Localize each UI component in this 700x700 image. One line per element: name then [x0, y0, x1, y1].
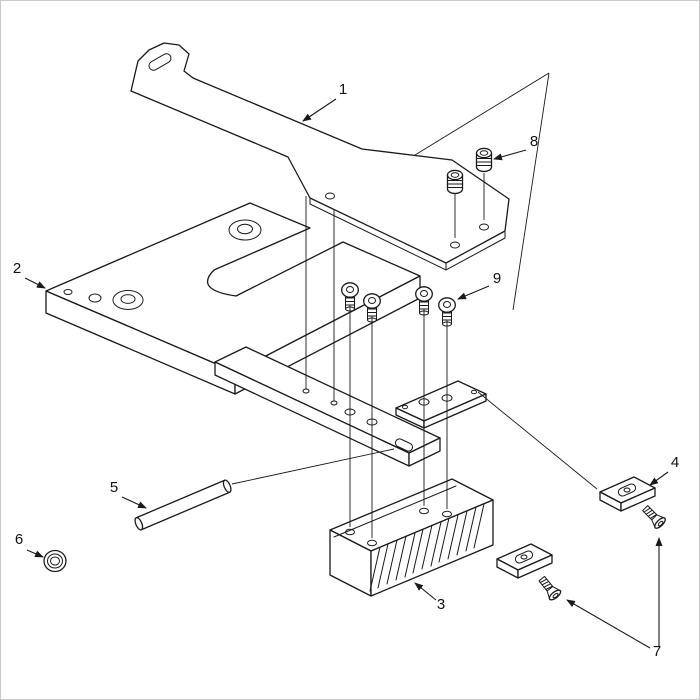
pad-thickness-edge [309, 197, 506, 271]
button-screw [341, 282, 359, 312]
block-hole [367, 539, 377, 547]
pad-hole [450, 241, 460, 249]
t-nut-lower [496, 543, 553, 579]
leader-line-6 [26, 549, 44, 558]
arm-hole [325, 192, 335, 200]
part-3-serrated-block [329, 478, 494, 597]
fork-slot [148, 53, 172, 71]
leader-line-8 [493, 149, 527, 161]
callout-label-1: 1 [339, 81, 347, 98]
serration-hatch [369, 503, 485, 592]
t-nut-hole [623, 487, 631, 493]
part-1-arm-bracket [130, 42, 510, 271]
leader-line-9 [457, 285, 490, 300]
block-flange-edge [333, 485, 457, 538]
pad-hole [479, 223, 489, 231]
t-nut-hole [520, 554, 528, 560]
t-nut-slot [514, 550, 534, 564]
callout-label-4: 4 [671, 454, 679, 471]
callout-label-9: 9 [493, 270, 501, 287]
callout-label-7: 7 [653, 643, 661, 660]
leader-line-2 [24, 277, 46, 289]
flat-screw [642, 505, 666, 529]
part-7-flat-screws [538, 505, 666, 601]
set-screw [475, 147, 493, 173]
callout-label-8: 8 [530, 133, 538, 150]
gib-bar [395, 380, 487, 429]
block-hole [442, 510, 452, 518]
small-hole [63, 289, 73, 295]
gib-end-hole [471, 389, 477, 395]
block-hole [419, 507, 429, 515]
button-screw [363, 293, 381, 323]
gib-end-hole [402, 404, 408, 410]
part-8-set-screws [446, 147, 493, 195]
callout-label-5: 5 [110, 479, 118, 496]
projection-lines [231, 72, 598, 538]
part-2-base-plate [45, 202, 441, 467]
button-screw [415, 286, 433, 316]
flat-screw [538, 575, 562, 601]
leader-line-5 [121, 496, 147, 509]
counterbore-hole [228, 219, 262, 241]
small-hole [88, 293, 102, 303]
callout-label-3: 3 [437, 596, 445, 613]
leader-line-4 [649, 471, 669, 486]
part-6-threaded-plug [43, 549, 67, 573]
leader-line-3 [414, 582, 437, 601]
button-screw [438, 297, 456, 327]
set-screw [446, 169, 464, 195]
leader-line-1 [302, 98, 337, 122]
part-4-t-nut [599, 476, 656, 512]
leader-line-7a [566, 599, 651, 649]
part-9-button-screws [341, 282, 456, 327]
callout-label-6: 6 [15, 531, 23, 548]
callout-labels: 1 2 3 4 5 6 7 8 9 [13, 81, 679, 660]
plate-rail [214, 346, 441, 467]
t-nut-slot [617, 483, 637, 497]
callout-label-2: 2 [13, 260, 21, 277]
counterbore-hole [112, 290, 144, 310]
part-5-pin [134, 479, 232, 531]
rail-slot [394, 438, 414, 452]
block-hole [345, 528, 355, 536]
callout-leaders [24, 98, 669, 649]
